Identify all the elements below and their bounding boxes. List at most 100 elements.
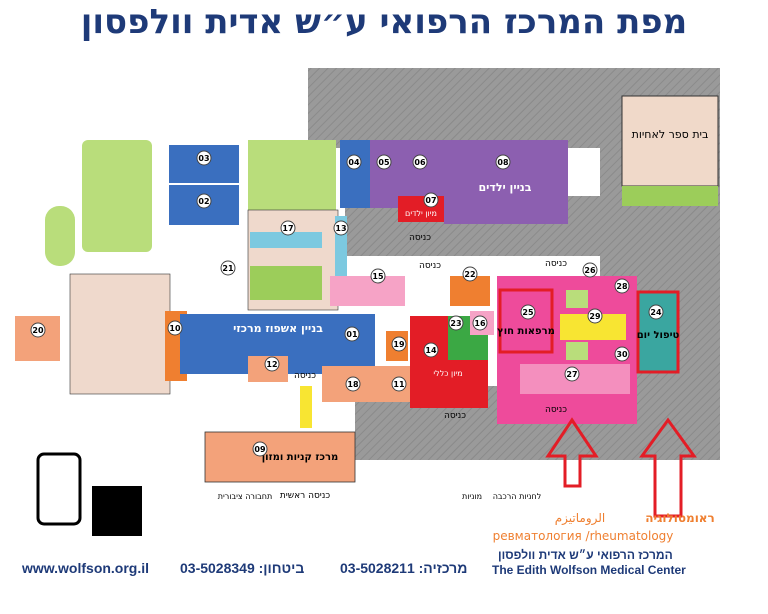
campus-map: בית ספר לאחיות בניין ילדים מיון ילדים מר… — [15, 68, 720, 543]
marker-label: 07 — [425, 196, 436, 205]
clinics-25 — [498, 288, 554, 354]
marker-label: 13 — [335, 224, 346, 233]
entrance-label-mid: כניסה — [419, 261, 441, 271]
marker-label: 10 — [169, 324, 181, 333]
green-left-1 — [82, 140, 152, 252]
marker-label: 08 — [497, 158, 509, 167]
children-er-label: מיון ילדים — [405, 209, 437, 218]
marker-circle — [412, 154, 428, 170]
legend-parking: לחניות הרכבה — [493, 492, 542, 501]
nursing-school — [621, 95, 719, 187]
marker-circle — [520, 304, 536, 320]
marker-label: 19 — [393, 340, 405, 349]
marker-circle — [648, 304, 664, 320]
location-marker-13: 13 — [333, 220, 349, 236]
marker-circle — [333, 220, 349, 236]
location-marker-02: 02 — [196, 193, 212, 209]
footer-security: ביטחון: 03-5028349 — [180, 560, 305, 576]
marker-label: 18 — [347, 380, 359, 389]
arrow-rheumatology-2 — [639, 417, 697, 518]
footer-website[interactable]: www.wolfson.org.il — [22, 560, 150, 576]
location-marker-04: 04 — [346, 154, 362, 170]
entrance-label-er: כניסה — [444, 411, 466, 421]
green-left-2 — [45, 206, 75, 266]
location-marker-19: 19 — [391, 336, 407, 352]
legend-taxis: מוניות — [462, 492, 482, 501]
green-block-28 — [566, 290, 588, 308]
marker-label: 23 — [450, 319, 461, 328]
marker-circle — [376, 154, 392, 170]
marker-circle — [495, 154, 511, 170]
location-marker-11: 11 — [391, 376, 407, 392]
location-marker-05: 05 — [376, 154, 392, 170]
footer-hospital-en: The Edith Wolfson Medical Center — [492, 563, 686, 577]
marker-circle — [196, 193, 212, 209]
marker-circle — [391, 376, 407, 392]
marker-label: 14 — [425, 346, 437, 355]
daycare-label: טיפול יום — [637, 330, 680, 341]
entrance-label-clinics: כניסה — [545, 405, 567, 415]
walkway — [300, 386, 312, 428]
location-marker-30: 30 — [614, 346, 630, 362]
marker-circle — [448, 315, 464, 331]
arrow-rheumatology-1 — [545, 417, 599, 488]
phone-icon — [36, 452, 82, 526]
marker-circle — [423, 192, 439, 208]
building-15 — [330, 276, 405, 306]
qr-code — [92, 486, 142, 536]
marker-label: 21 — [222, 264, 234, 273]
marker-label: 15 — [372, 272, 384, 281]
building-17 — [250, 232, 322, 248]
marker-label: 06 — [414, 158, 426, 167]
marker-label: 03 — [198, 154, 209, 163]
marker-circle — [344, 326, 360, 342]
location-marker-08: 08 — [495, 154, 511, 170]
entrance-label-hospital: כניסה — [294, 371, 316, 381]
marker-label: 25 — [522, 308, 534, 317]
page-title: מפת המרכז הרפואי ע״ש אדית וולפסון — [80, 2, 688, 42]
marker-circle — [564, 366, 580, 382]
marker-label: 04 — [348, 158, 360, 167]
marker-label: 28 — [616, 282, 628, 291]
marker-circle — [346, 154, 362, 170]
marker-circle — [252, 441, 268, 457]
location-marker-24: 24 — [648, 304, 664, 320]
location-marker-17: 17 — [280, 220, 296, 236]
marker-label: 02 — [198, 197, 209, 206]
annotation-russian-english: ревматология /rheumatology — [493, 529, 674, 543]
marker-label: 12 — [266, 360, 277, 369]
location-marker-15: 15 — [370, 268, 386, 284]
marker-label: 17 — [282, 224, 293, 233]
annotation-hebrew: ראומטולוגיה — [645, 511, 715, 525]
location-marker-21: 21 — [220, 260, 236, 276]
marker-label: 27 — [566, 370, 577, 379]
legend-public: תחבורה ציבורית — [218, 492, 272, 501]
green-middle — [248, 140, 336, 210]
nursing-school-label: בית ספר לאחיות — [632, 128, 709, 141]
marker-label: 05 — [378, 158, 390, 167]
location-marker-14: 14 — [423, 342, 439, 358]
marker-circle — [220, 260, 236, 276]
location-marker-27: 27 — [564, 366, 580, 382]
marker-label: 24 — [650, 308, 662, 317]
entrance-label-children: כניסה — [409, 233, 431, 243]
marker-circle — [391, 336, 407, 352]
marker-circle — [472, 315, 488, 331]
marker-label: 26 — [584, 266, 596, 275]
marker-circle — [462, 266, 478, 282]
building-04 — [340, 140, 370, 208]
marker-circle — [196, 150, 212, 166]
beige-left — [69, 273, 171, 395]
marker-circle — [167, 320, 183, 336]
shopping-center — [204, 431, 356, 483]
marker-circle — [614, 346, 630, 362]
footer-hospital-he: המרכז הרפואי ע״ש אדית וולפסון — [498, 548, 673, 562]
annotation-arabic: الروماتيزم — [555, 511, 606, 526]
marker-label: 22 — [464, 270, 475, 279]
entrance-label-pink: כניסה — [545, 259, 567, 269]
marker-circle — [587, 308, 603, 324]
location-marker-10: 10 — [167, 320, 183, 336]
footer-switchboard: מרכזיה: 03-5028211 — [340, 560, 468, 576]
marker-label: 11 — [393, 380, 405, 389]
